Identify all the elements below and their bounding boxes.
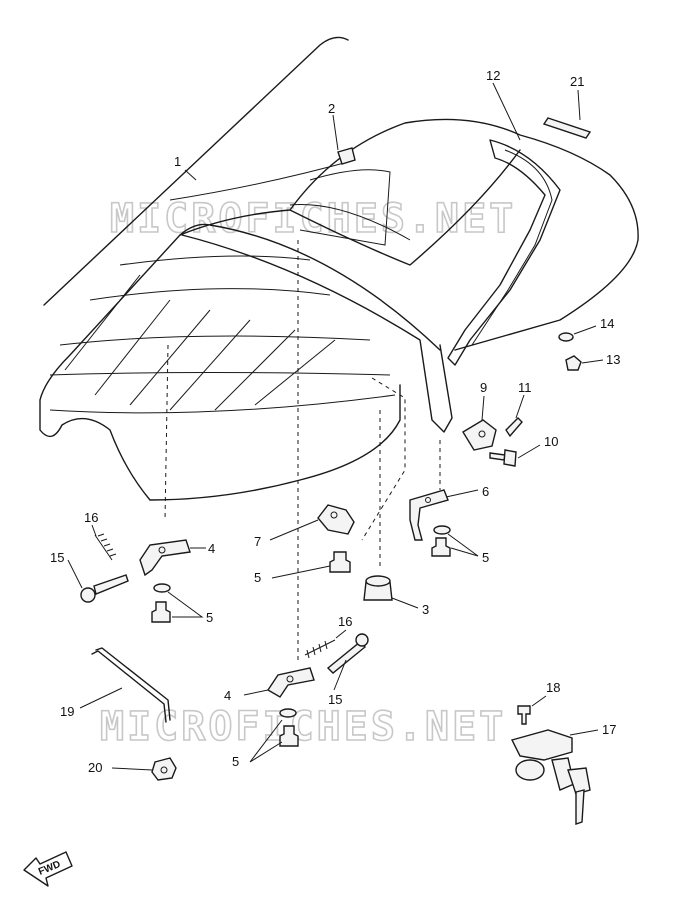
label-10: 10 xyxy=(544,434,558,449)
leader-16-left xyxy=(91,524,97,537)
bolt-5-bottom xyxy=(279,725,299,747)
label-21: 21 xyxy=(570,74,584,89)
leader-9 xyxy=(481,395,485,421)
label-5-bottom: 5 xyxy=(232,754,239,769)
label-6: 6 xyxy=(482,484,489,499)
washer-5-left xyxy=(153,583,171,593)
label-15-bottom: 15 xyxy=(328,692,342,707)
leader-19 xyxy=(79,687,123,709)
hinge-4-left xyxy=(139,539,191,577)
leader-5-left xyxy=(167,591,204,618)
leader-20 xyxy=(111,767,153,771)
label-11: 11 xyxy=(518,380,532,395)
leader-16-bottom xyxy=(335,629,347,639)
washer-5-right xyxy=(433,525,451,535)
label-9: 9 xyxy=(480,380,487,395)
hinge-6 xyxy=(409,489,449,541)
lock-assembly-17 xyxy=(510,729,591,825)
label-16-left: 16 xyxy=(84,510,98,525)
washer-14 xyxy=(558,332,574,342)
leader-17 xyxy=(569,729,599,736)
leader-15-left xyxy=(67,559,83,589)
bolt-5-middle xyxy=(329,551,351,573)
leader-14 xyxy=(573,325,597,335)
pin-15-bottom xyxy=(326,641,367,674)
leader-4-bottom xyxy=(243,689,269,696)
leader-18 xyxy=(531,695,547,707)
assembly-line-e xyxy=(361,377,406,541)
leader-21 xyxy=(577,89,581,121)
bolt-5-right xyxy=(431,537,451,557)
watermark-top: MICROFICHES.NET xyxy=(110,196,516,242)
clip-11 xyxy=(505,417,523,438)
nut-13 xyxy=(565,355,582,371)
label-13: 13 xyxy=(606,352,620,367)
fwd-text: FWD xyxy=(37,859,62,878)
washer-5-bottom xyxy=(279,708,297,718)
leader-5-bottom xyxy=(249,719,283,763)
leader-13 xyxy=(581,359,604,364)
label-5-middle: 5 xyxy=(254,570,261,585)
label-7: 7 xyxy=(254,534,261,549)
leader-1 xyxy=(184,169,197,181)
emblem-2 xyxy=(337,147,356,165)
label-5-right: 5 xyxy=(482,550,489,565)
hinge-4-bottom xyxy=(267,667,315,698)
label-18: 18 xyxy=(546,680,560,695)
label-20: 20 xyxy=(88,760,102,775)
label-strip-21 xyxy=(542,117,592,139)
label-12: 12 xyxy=(486,68,500,83)
leader-2 xyxy=(332,114,339,151)
clamp-20 xyxy=(151,757,177,781)
leader-6 xyxy=(445,489,479,498)
seat-assembly xyxy=(39,118,639,501)
label-4-bottom: 4 xyxy=(224,688,231,703)
label-5-left: 5 xyxy=(206,610,213,625)
label-19: 19 xyxy=(60,704,74,719)
label-17: 17 xyxy=(602,722,616,737)
leader-7 xyxy=(269,519,319,541)
watermark-bottom: MICROFICHES.NET xyxy=(100,704,506,750)
leader-5-middle xyxy=(271,565,331,579)
label-4-left: 4 xyxy=(208,541,215,556)
label-1: 1 xyxy=(174,154,181,169)
spring-16-bottom xyxy=(304,639,336,659)
spring-16-left xyxy=(94,533,117,561)
leader-12 xyxy=(492,82,521,141)
label-15-left: 15 xyxy=(50,550,64,565)
rod-19 xyxy=(91,647,171,723)
pin-15-left xyxy=(93,574,129,595)
group-bracket-1 xyxy=(43,36,349,306)
label-14: 14 xyxy=(600,316,614,331)
bolt-5-left xyxy=(151,601,171,623)
leader-11 xyxy=(515,394,525,419)
leader-10 xyxy=(517,444,541,459)
leader-3 xyxy=(391,597,419,609)
fwd-arrow-icon: FWD xyxy=(23,851,73,887)
leader-5-right xyxy=(447,533,479,557)
label-16-bottom: 16 xyxy=(338,614,352,629)
label-2: 2 xyxy=(328,101,335,116)
assembly-line-a xyxy=(164,344,169,521)
plate-7 xyxy=(317,504,355,535)
bolt-10 xyxy=(489,452,506,461)
leader-15-bottom xyxy=(333,659,347,691)
screw-18 xyxy=(517,705,531,725)
label-3: 3 xyxy=(422,602,429,617)
